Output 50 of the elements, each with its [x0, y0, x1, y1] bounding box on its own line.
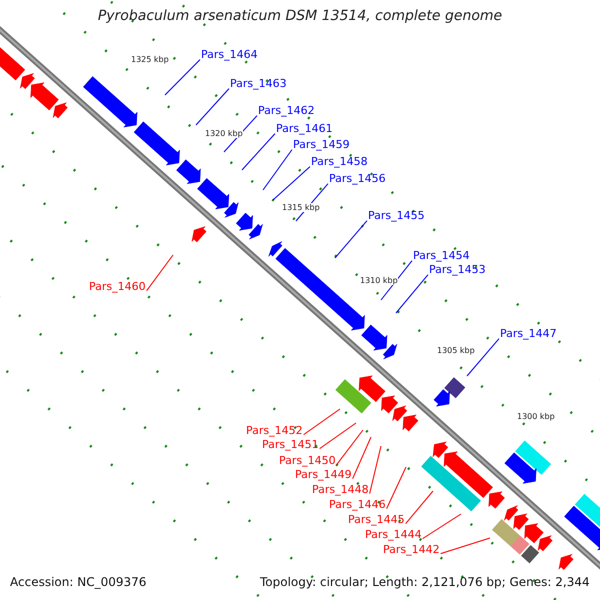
gene-label: Pars_1446 [329, 499, 386, 512]
gene-label: Pars_1455 [368, 210, 425, 223]
scale-label: 1315 kbp [282, 203, 320, 212]
leader-line [466, 338, 500, 376]
scale-label: 1300 kbp [517, 412, 555, 422]
leader-line [422, 514, 462, 540]
leader-line [146, 254, 174, 292]
leader-line [164, 59, 200, 96]
gene-label: Pars_1461 [276, 123, 333, 136]
leader-line [242, 133, 276, 170]
gene-label: Pars_1458 [311, 156, 368, 169]
leader-line [369, 446, 382, 494]
gene-label: Pars_1456 [329, 173, 386, 186]
gene-label: Pars_1463 [230, 78, 287, 91]
scale-label: 1305 kbp [437, 346, 475, 356]
gene-label: Pars_1460 [89, 281, 146, 294]
leader-line [196, 88, 230, 126]
gene-label: Pars_1447 [500, 328, 557, 341]
scale-label: 1325 kbp [131, 55, 169, 64]
leader-line [352, 436, 372, 480]
gene-label: Pars_1452 [246, 425, 303, 438]
leader-line [396, 274, 428, 314]
gene-label: Pars_1464 [201, 49, 258, 62]
gene-label: Pars_1451 [262, 439, 319, 452]
leader-line [272, 166, 310, 200]
gene-label: Pars_1462 [258, 105, 315, 118]
leader-line [386, 466, 406, 510]
diagram-title: Pyrobaculum arsenaticum DSM 13514, complete genome [96, 8, 504, 24]
gene-label: Pars_1453 [429, 264, 486, 277]
leader-line [336, 430, 364, 466]
gene-label: Pars_1449 [295, 469, 352, 482]
leader-line [380, 260, 412, 300]
gene-label: Pars_1459 [293, 139, 350, 152]
accession-text: Accession: NC_009376 [10, 576, 146, 590]
genome-stats-text: Topology: circular; Length: 2,121,076 bp; Genes: 2,344 [260, 576, 590, 590]
leader-line [303, 408, 340, 436]
gene-label: Pars_1450 [279, 455, 336, 468]
leader-line [405, 490, 434, 524]
leader-line [262, 149, 292, 190]
scale-label: 1310 kbp [360, 276, 398, 286]
leader-line [440, 538, 490, 554]
gene-label: Pars_1444 [365, 529, 422, 542]
gene-label: Pars_1454 [413, 250, 470, 263]
leader-line [334, 220, 368, 258]
gene-label: Pars_1442 [383, 544, 440, 557]
leader-line [224, 115, 258, 152]
gene-label: Pars_1445 [348, 514, 405, 527]
scale-label: 1320 kbp [205, 129, 243, 138]
gene-label: Pars_1448 [312, 484, 369, 497]
leader-line [319, 422, 356, 450]
